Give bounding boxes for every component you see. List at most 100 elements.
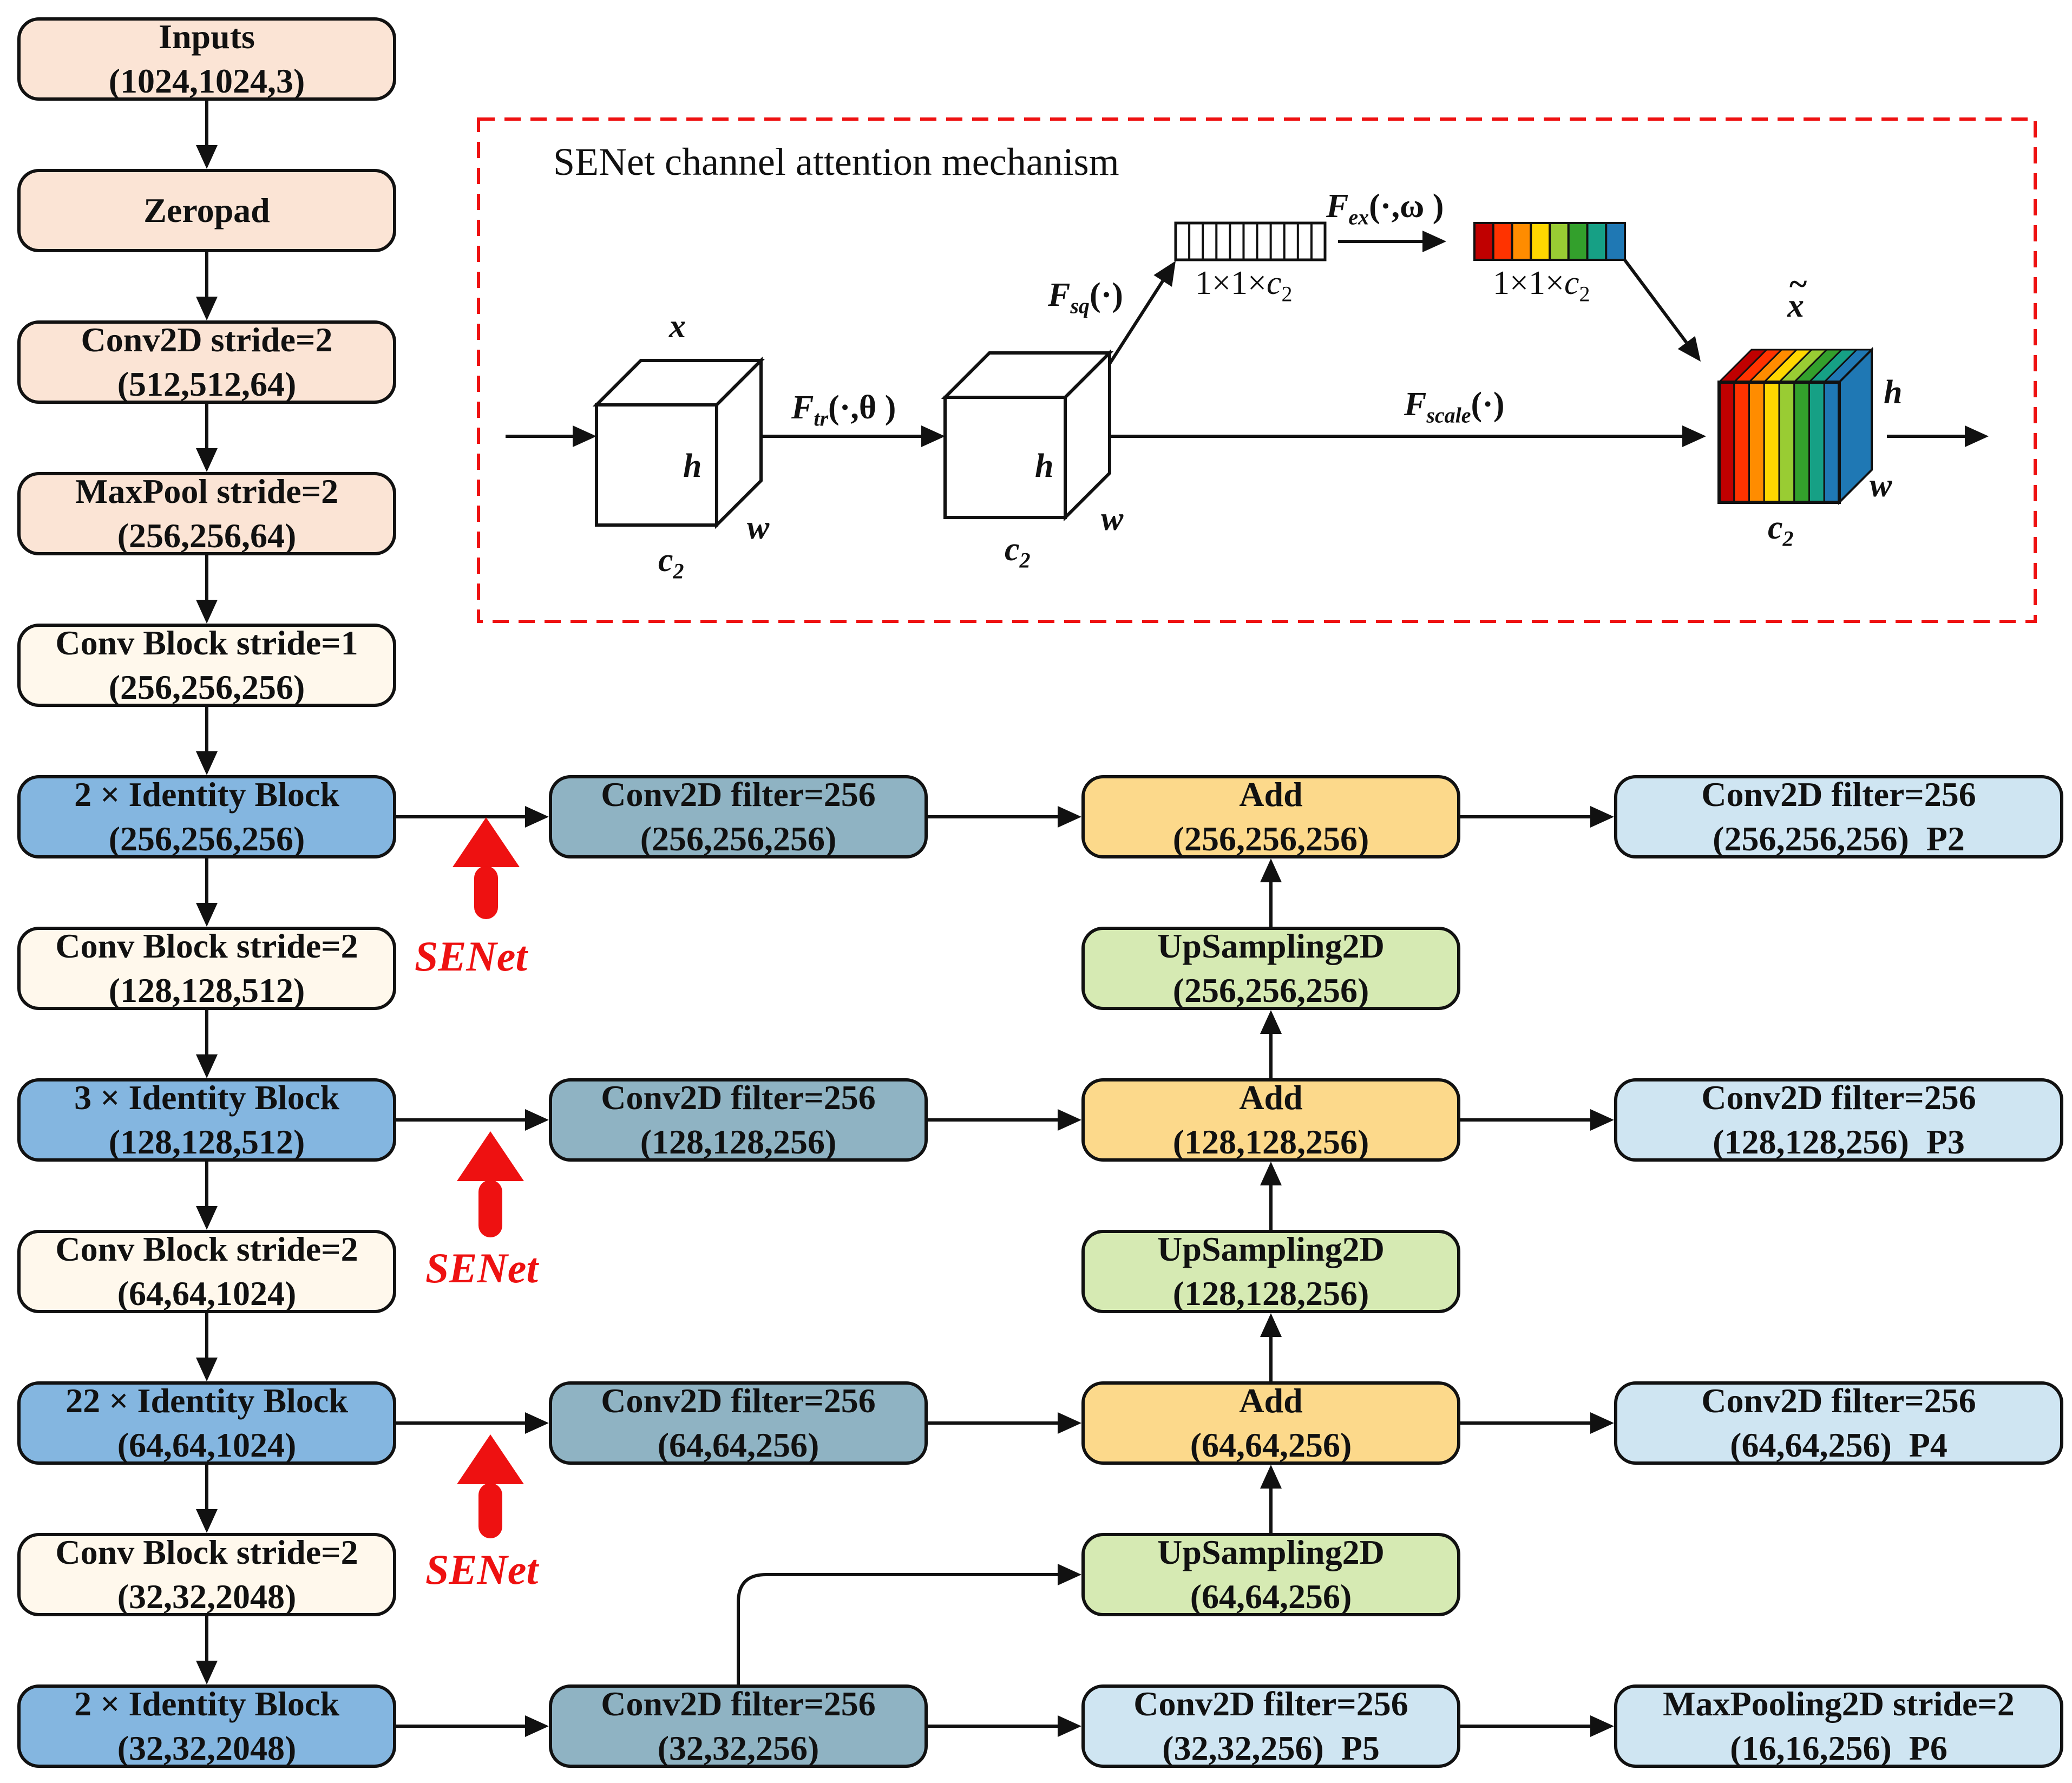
connectors	[196, 101, 1614, 1737]
box-shape: (128,128,256)	[1172, 1274, 1369, 1313]
arrow-head	[196, 1206, 218, 1230]
arrow-head	[196, 297, 218, 320]
senet-arrow-shaft	[474, 866, 498, 919]
output-block: MaxPooling2D stride=2(16,16,256) P6	[1614, 1684, 2063, 1768]
excitation-cell	[1549, 222, 1570, 261]
arrow-head	[1058, 1412, 1081, 1434]
arrow-line	[1108, 280, 1164, 365]
arrow-head	[1422, 231, 1446, 252]
excitation-cell	[1473, 222, 1494, 261]
f-scale-label: Fscale(·)	[1404, 386, 1505, 428]
box-shape: (32,32,256) P5	[1162, 1729, 1380, 1767]
senet-panel-border	[477, 117, 2037, 623]
w-label: w	[747, 509, 770, 546]
box-shape: (128,128,256)	[1172, 1123, 1369, 1161]
arrow-head	[1153, 261, 1176, 287]
box-title: Conv Block stride=2	[55, 1533, 358, 1571]
arrow-head	[1260, 1162, 1282, 1185]
arrow-head	[525, 1412, 549, 1434]
arrow-head	[196, 751, 218, 775]
senet-arrow-shaft	[478, 1483, 502, 1538]
output-cube-outline	[1717, 381, 1841, 504]
arrow-head	[1260, 1465, 1282, 1489]
box-title: UpSampling2D	[1157, 1230, 1385, 1268]
output-cube-front-slice	[1823, 381, 1840, 503]
backbone-block: Inputs (1024,1024,3)	[17, 17, 396, 101]
box-shape: (64,64,1024)	[117, 1274, 297, 1313]
arrow-head	[1058, 1564, 1081, 1585]
senet-arrow-icon	[457, 1434, 524, 1538]
cube-front	[595, 403, 718, 527]
backbone-block: 3 × Identity Block(128,128,512)	[17, 1078, 396, 1162]
box-title: Add	[1239, 775, 1303, 814]
box-title: 3 × Identity Block	[74, 1078, 339, 1117]
senet-label: SENet	[425, 1244, 539, 1292]
p5-conv-block: Conv2D filter=256 (32,32,256) P5	[1081, 1684, 1460, 1768]
arrow-head	[525, 1715, 549, 1737]
backbone-block: Conv2D stride=2(512,512,64)	[17, 320, 396, 404]
box-shape: (256,256,256)	[640, 820, 837, 858]
box-title: Conv2D filter=256	[601, 775, 876, 814]
box-shape: (32,32,2048)	[117, 1577, 297, 1616]
lateral-conv-block: Conv2D filter=256 (32,32,256)	[549, 1684, 928, 1768]
box-shape: (16,16,256) P6	[1730, 1729, 1948, 1767]
box-title: Conv Block stride=1	[55, 624, 358, 662]
output-block: Conv2D filter=256(256,256,256) P2	[1614, 775, 2063, 858]
senet-arrow-head	[457, 1434, 524, 1484]
box-title: Conv2D filter=256	[1701, 775, 1976, 814]
box-title: Conv2D filter=256	[601, 1684, 876, 1723]
arrow-head	[196, 1509, 218, 1533]
box-title: Inputs	[159, 17, 255, 56]
output-x-tilde-label: ~x	[1787, 266, 1807, 324]
arrow-head	[196, 448, 218, 472]
box-shape: (256,256,64)	[117, 516, 297, 555]
add-block: Add(128,128,256)	[1081, 1078, 1460, 1162]
box-title: UpSampling2D	[1157, 927, 1385, 965]
arrow-head	[1682, 425, 1706, 447]
arrow-head	[196, 1054, 218, 1078]
backbone-block: Zeropad	[17, 169, 396, 252]
senet-arrow-head	[453, 817, 520, 867]
lateral-conv-block: Conv2D filter=256(64,64,256)	[549, 1381, 928, 1465]
excitation-cell	[1511, 222, 1532, 261]
w-label: w	[1870, 467, 1892, 504]
box-shape: (256,256,256)	[1172, 820, 1369, 858]
senet-panel-graphics	[477, 117, 2037, 623]
arrow-head	[1677, 336, 1701, 362]
box-shape: (1024,1024,3)	[108, 62, 305, 100]
arrow-head	[1590, 806, 1614, 828]
excitation-cell	[1492, 222, 1513, 261]
box-title: Conv2D filter=256	[1701, 1078, 1976, 1117]
box-shape: (32,32,2048)	[117, 1729, 297, 1767]
box-title: Conv2D filter=256	[1133, 1684, 1408, 1723]
h-label: h	[1035, 448, 1054, 484]
elbow-connector	[737, 1573, 1055, 1684]
box-title: Conv2D filter=256	[601, 1078, 876, 1117]
lateral-conv-block: Conv2D filter=256 (128,128,256)	[549, 1078, 928, 1162]
arrow-head	[1590, 1412, 1614, 1434]
box-shape: (64,64,256)	[657, 1426, 819, 1464]
output-cube-front-slice	[1748, 381, 1765, 503]
arrow-head	[1590, 1715, 1614, 1737]
box-shape: (512,512,64)	[117, 365, 297, 403]
box-shape: (128,128,512)	[108, 971, 305, 1010]
backbone-block: Conv Block stride=2(64,64,1024)	[17, 1230, 396, 1313]
box-title: Conv Block stride=2	[55, 927, 358, 965]
box-shape: (64,64,256) P4	[1730, 1426, 1948, 1464]
box-shape: (128,128,256) P3	[1713, 1123, 1965, 1161]
f-ex-label: Fex(·,ω )	[1326, 188, 1444, 230]
box-shape: (64,64,256)	[1190, 1426, 1352, 1464]
senet-label: SENet	[415, 933, 528, 980]
arrow-head	[921, 425, 945, 447]
arrow-head	[196, 145, 218, 169]
f-tr-label: Ftr(·,θ )	[791, 389, 896, 431]
box-title: 22 × Identity Block	[65, 1381, 348, 1420]
box-shape: (32,32,256)	[657, 1729, 819, 1767]
c2-label: c2	[658, 542, 684, 584]
output-cube-front-slice	[1793, 381, 1810, 503]
box-title: 2 × Identity Block	[74, 1684, 339, 1723]
backbone-block: 2 × Identity Block (32,32,2048)	[17, 1684, 396, 1768]
box-shape: (128,128,256)	[640, 1123, 837, 1161]
excitation-cell	[1605, 222, 1626, 261]
backbone-block: 2 × Identity Block(256,256,256)	[17, 775, 396, 858]
